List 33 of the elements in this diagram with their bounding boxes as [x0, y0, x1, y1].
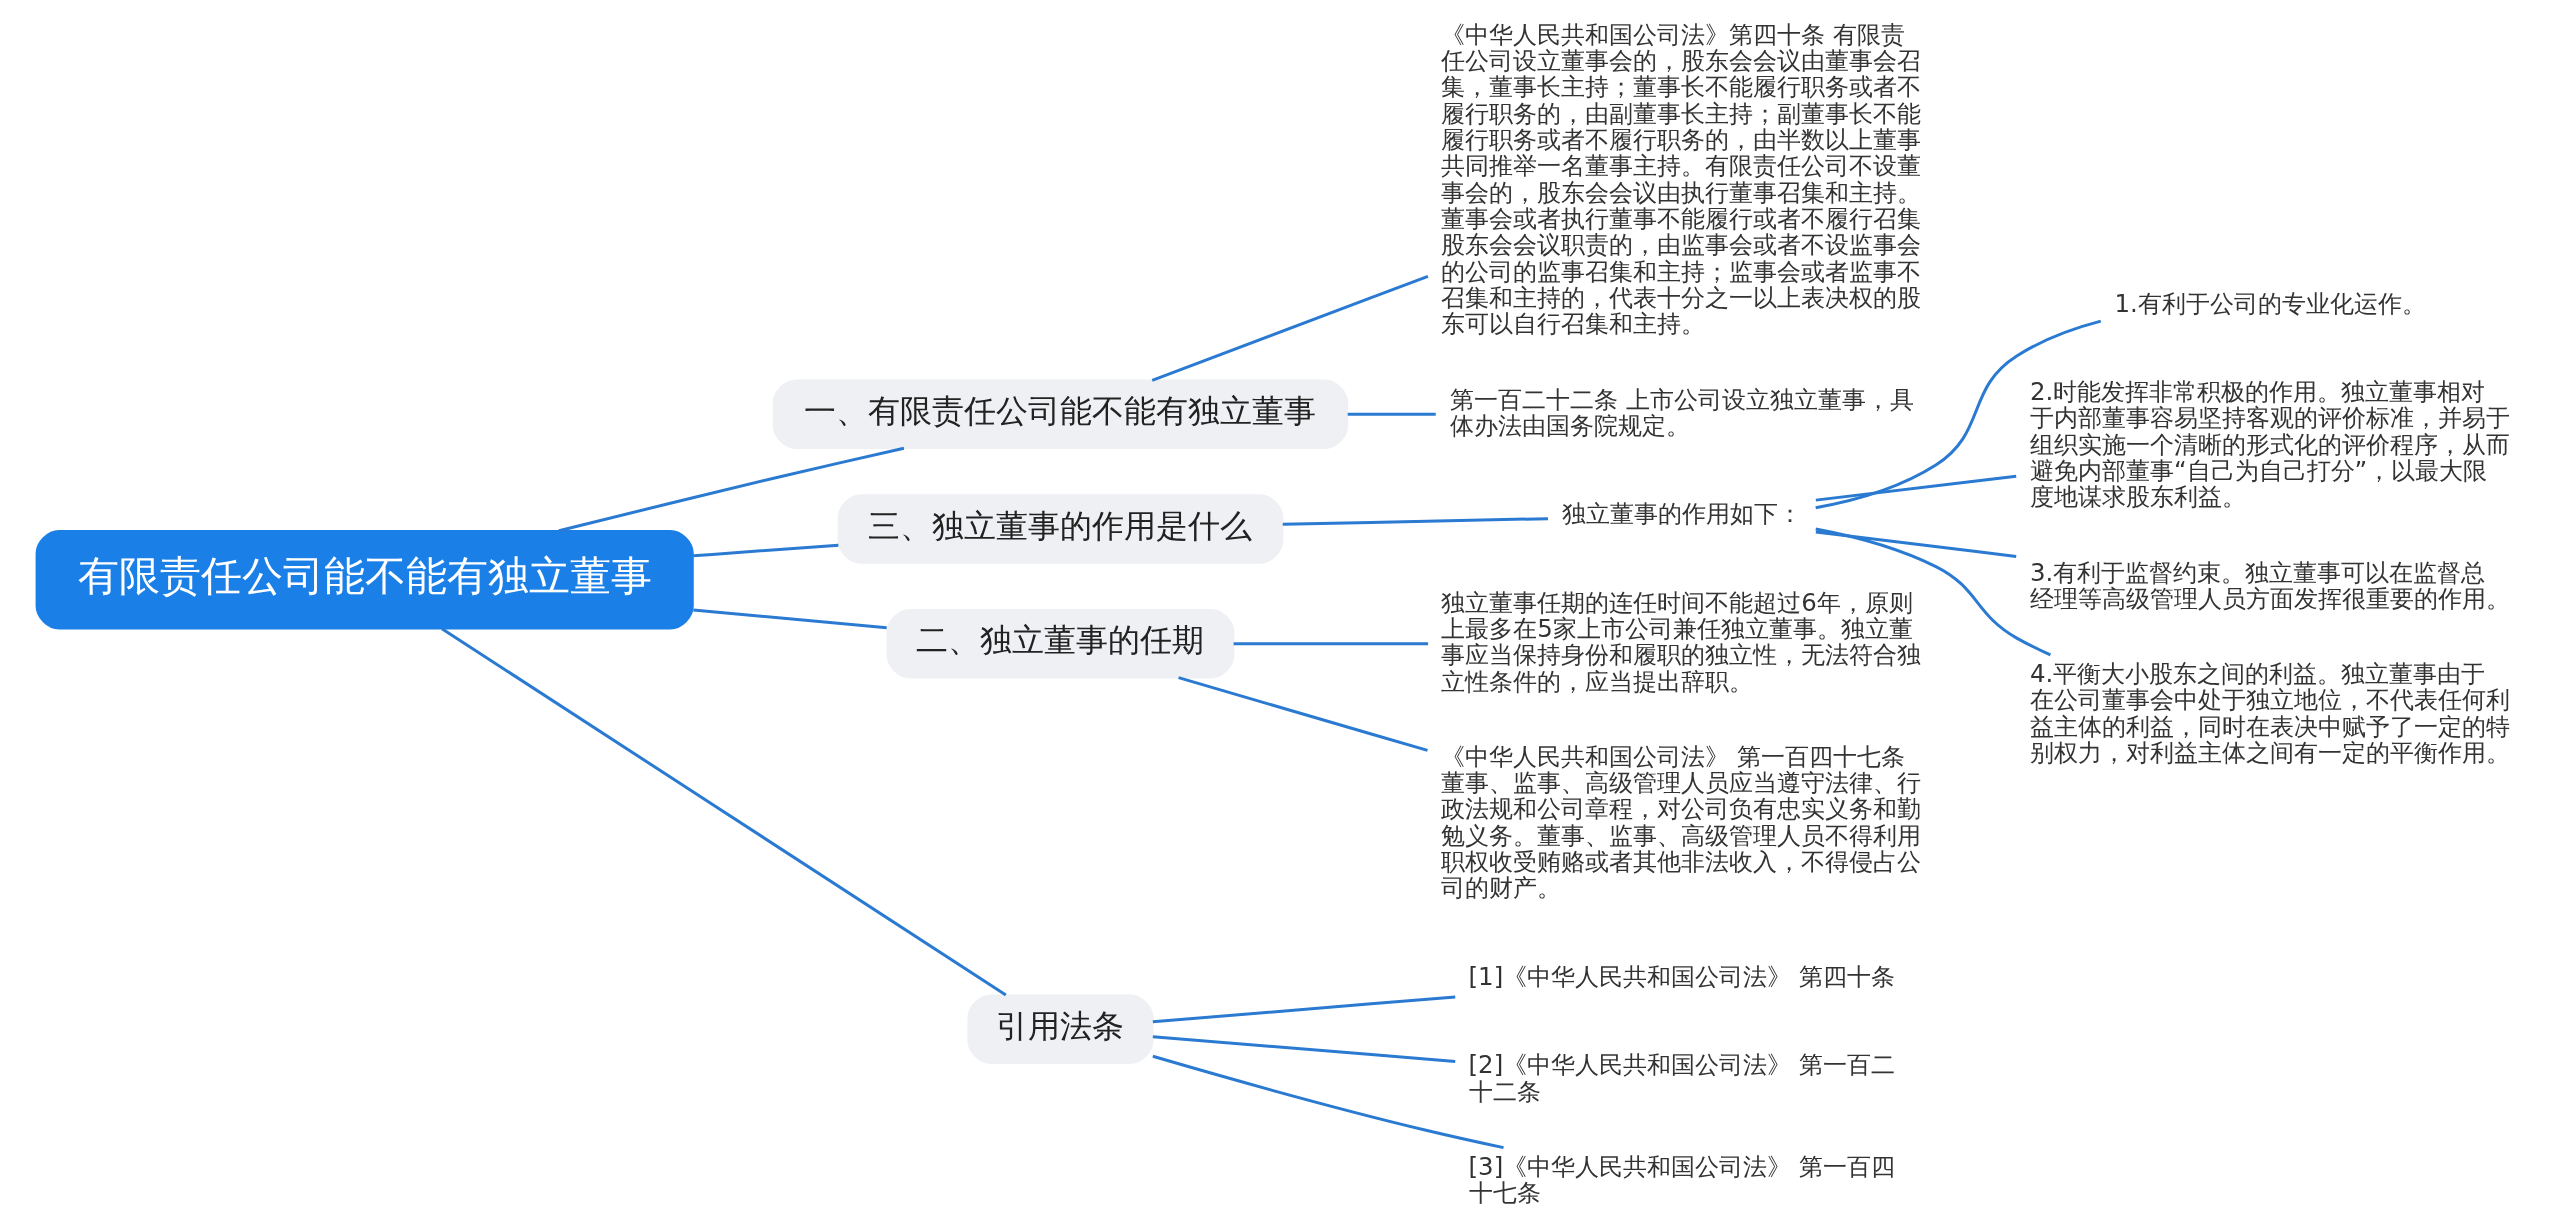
node-box: 三、独立董事的作用是什么: [837, 494, 1283, 564]
connector: [1152, 995, 1455, 1024]
connector: [1815, 474, 2016, 502]
node-text: [3]《中华人民共和国公司法》 第一百四十七条: [1468, 1151, 1895, 1208]
connector: [692, 543, 838, 558]
connector: [1282, 517, 1548, 526]
node-box: 有限责任公司能不能有独立董事: [35, 529, 694, 630]
node-box: 一、有限责任公司能不能有独立董事: [772, 379, 1348, 450]
node-text: 独立董事的作用如下：: [1561, 499, 1802, 529]
node-text: [1]《中华人民共和国公司法》 第四十条: [1468, 961, 1895, 991]
connector: [440, 627, 1007, 997]
connector: [1151, 1054, 1504, 1150]
connector: [1814, 527, 2051, 657]
connector: [1233, 642, 1428, 646]
node-text: 《中华人民共和国公司法》第四十条 有限责任公司设立董事会的，股东会会议由董事会召集，董事长主持；董事长不能履行职务或者不履行职务的，由副董事长主持；副董事长不能履行职务或者不履行职务的，由半数以上董事共同推举一名董事主持。有限责任公司不设董事会的，股东会会议由执行董事召集和主持。董事会或者执行董事不能履行或者不履行召集股东会会议职责的，由监事会或者不设监事会的公司的监事召集和主持；监事会或者监事不召集和主持的，代表十分之一以上表决权的股东可以自行召集和主持。: [1440, 19, 1921, 339]
connector: [1152, 1035, 1455, 1063]
node-text: [2]《中华人民共和国公司法》 第一百二十二条: [1468, 1050, 1895, 1106]
node-box: 引用法条: [966, 994, 1154, 1064]
connector: [692, 608, 887, 630]
node-text: 《中华人民共和国公司法》 第一百四十七条董事、监事、高级管理人员应当遵守法律、行政法规和公司章程，对公司负有忠实义务和勤勉义务。董事、监事、高级管理人员不得利用职权收受贿赂或者其他非法收入，不得侵占公司的财产。: [1440, 741, 1921, 903]
connector: [1177, 676, 1428, 752]
node-text: 4.平衡大小股东之间的利益。独立董事由于在公司董事会中处于独立地位，不代表任何利益主体的利益，同时在表决中赋予了一定的特别权力，对利益主体之间有一定的平衡作用。: [2029, 659, 2510, 768]
node-text: 3.有利于监督约束。独立董事可以在监督总经理等高级管理人员方面发挥很重要的作用。: [2029, 557, 2510, 613]
node-box: 二、独立董事的任期: [886, 608, 1234, 679]
node-text: 独立董事任期的连任时间不能超过6年，原则上最多在5家上市公司兼任独立董事。独立董事应当保持身份和履职的独立性，无法符合独立性条件的，应当提出辞职。: [1440, 587, 1921, 696]
node-text: 2.时能发挥非常积极的作用。独立董事相对于内部董事容易坚持客观的评价标准，并易于组织实施一个清晰的形式化的评价程序，从而避免内部董事“自己为自己打分”，以最大限度地谋求股东利益。: [2029, 376, 2510, 512]
connector: [558, 446, 904, 533]
connector: [1347, 412, 1436, 416]
connector: [1815, 530, 2016, 558]
node-text: 第一百二十二条 上市公司设立独立董事，具体办法由国务院规定。: [1449, 384, 1914, 440]
node-text: 1.有利于公司的专业化运作。: [2114, 288, 2426, 318]
connector: [1814, 319, 2101, 510]
connector: [1151, 274, 1428, 382]
